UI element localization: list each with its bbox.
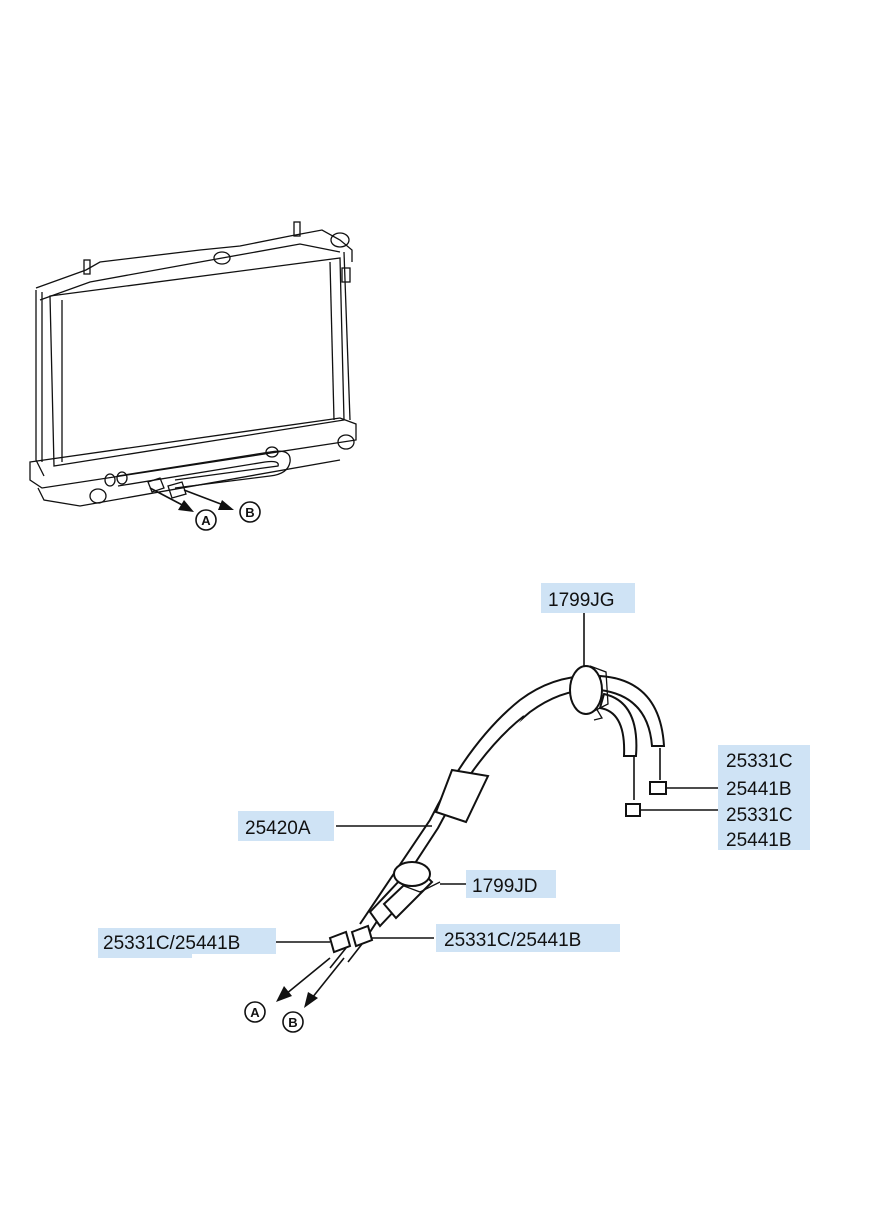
svg-text:1799JD: 1799JD [472, 876, 538, 897]
radiator-marker-b: B [239, 501, 261, 523]
label-center-fitting[interactable]: 25331C/25441B [436, 924, 620, 952]
svg-text:25441B: 25441B [726, 830, 792, 851]
hose-arrow-a [276, 957, 331, 1002]
hose-marker-a: A [244, 1001, 266, 1023]
hose-arrow-b [304, 957, 345, 1008]
svg-text:25441B: 25441B [726, 779, 792, 800]
radiator-arrow-b [183, 489, 234, 510]
label-right-fitting-1[interactable]: 25331C 25441B [718, 745, 810, 801]
svg-text:1799JG: 1799JG [548, 590, 615, 611]
label-1799jg[interactable]: 1799JG [541, 583, 635, 613]
lower-hose-clamp [393, 861, 441, 893]
radiator-arrow-a [149, 487, 194, 512]
hose-marker-b: B [282, 1011, 304, 1033]
svg-text:25420A: 25420A [245, 818, 311, 839]
svg-text:25331C: 25331C [726, 751, 793, 772]
radiator-illustration [29, 221, 357, 507]
svg-text:25331C/25441B: 25331C/25441B [103, 933, 240, 954]
svg-text:25331C: 25331C [726, 805, 793, 826]
radiator-marker-a: A [195, 509, 217, 531]
svg-text:A: A [250, 1005, 260, 1020]
oil-cooler-hose [328, 674, 667, 969]
label-1799jd[interactable]: 1799JD [466, 870, 556, 898]
label-left-fitting[interactable]: 25331C/25441B [98, 928, 276, 958]
svg-text:B: B [288, 1015, 297, 1030]
top-hose-clamp [569, 665, 609, 721]
svg-text:A: A [201, 513, 211, 528]
label-right-fitting-2[interactable]: 25331C 25441B [718, 801, 810, 851]
svg-text:25331C/25441B: 25331C/25441B [444, 930, 581, 951]
leader-lines [276, 612, 720, 943]
svg-text:B: B [245, 505, 254, 520]
label-25420a[interactable]: 25420A [238, 811, 334, 841]
